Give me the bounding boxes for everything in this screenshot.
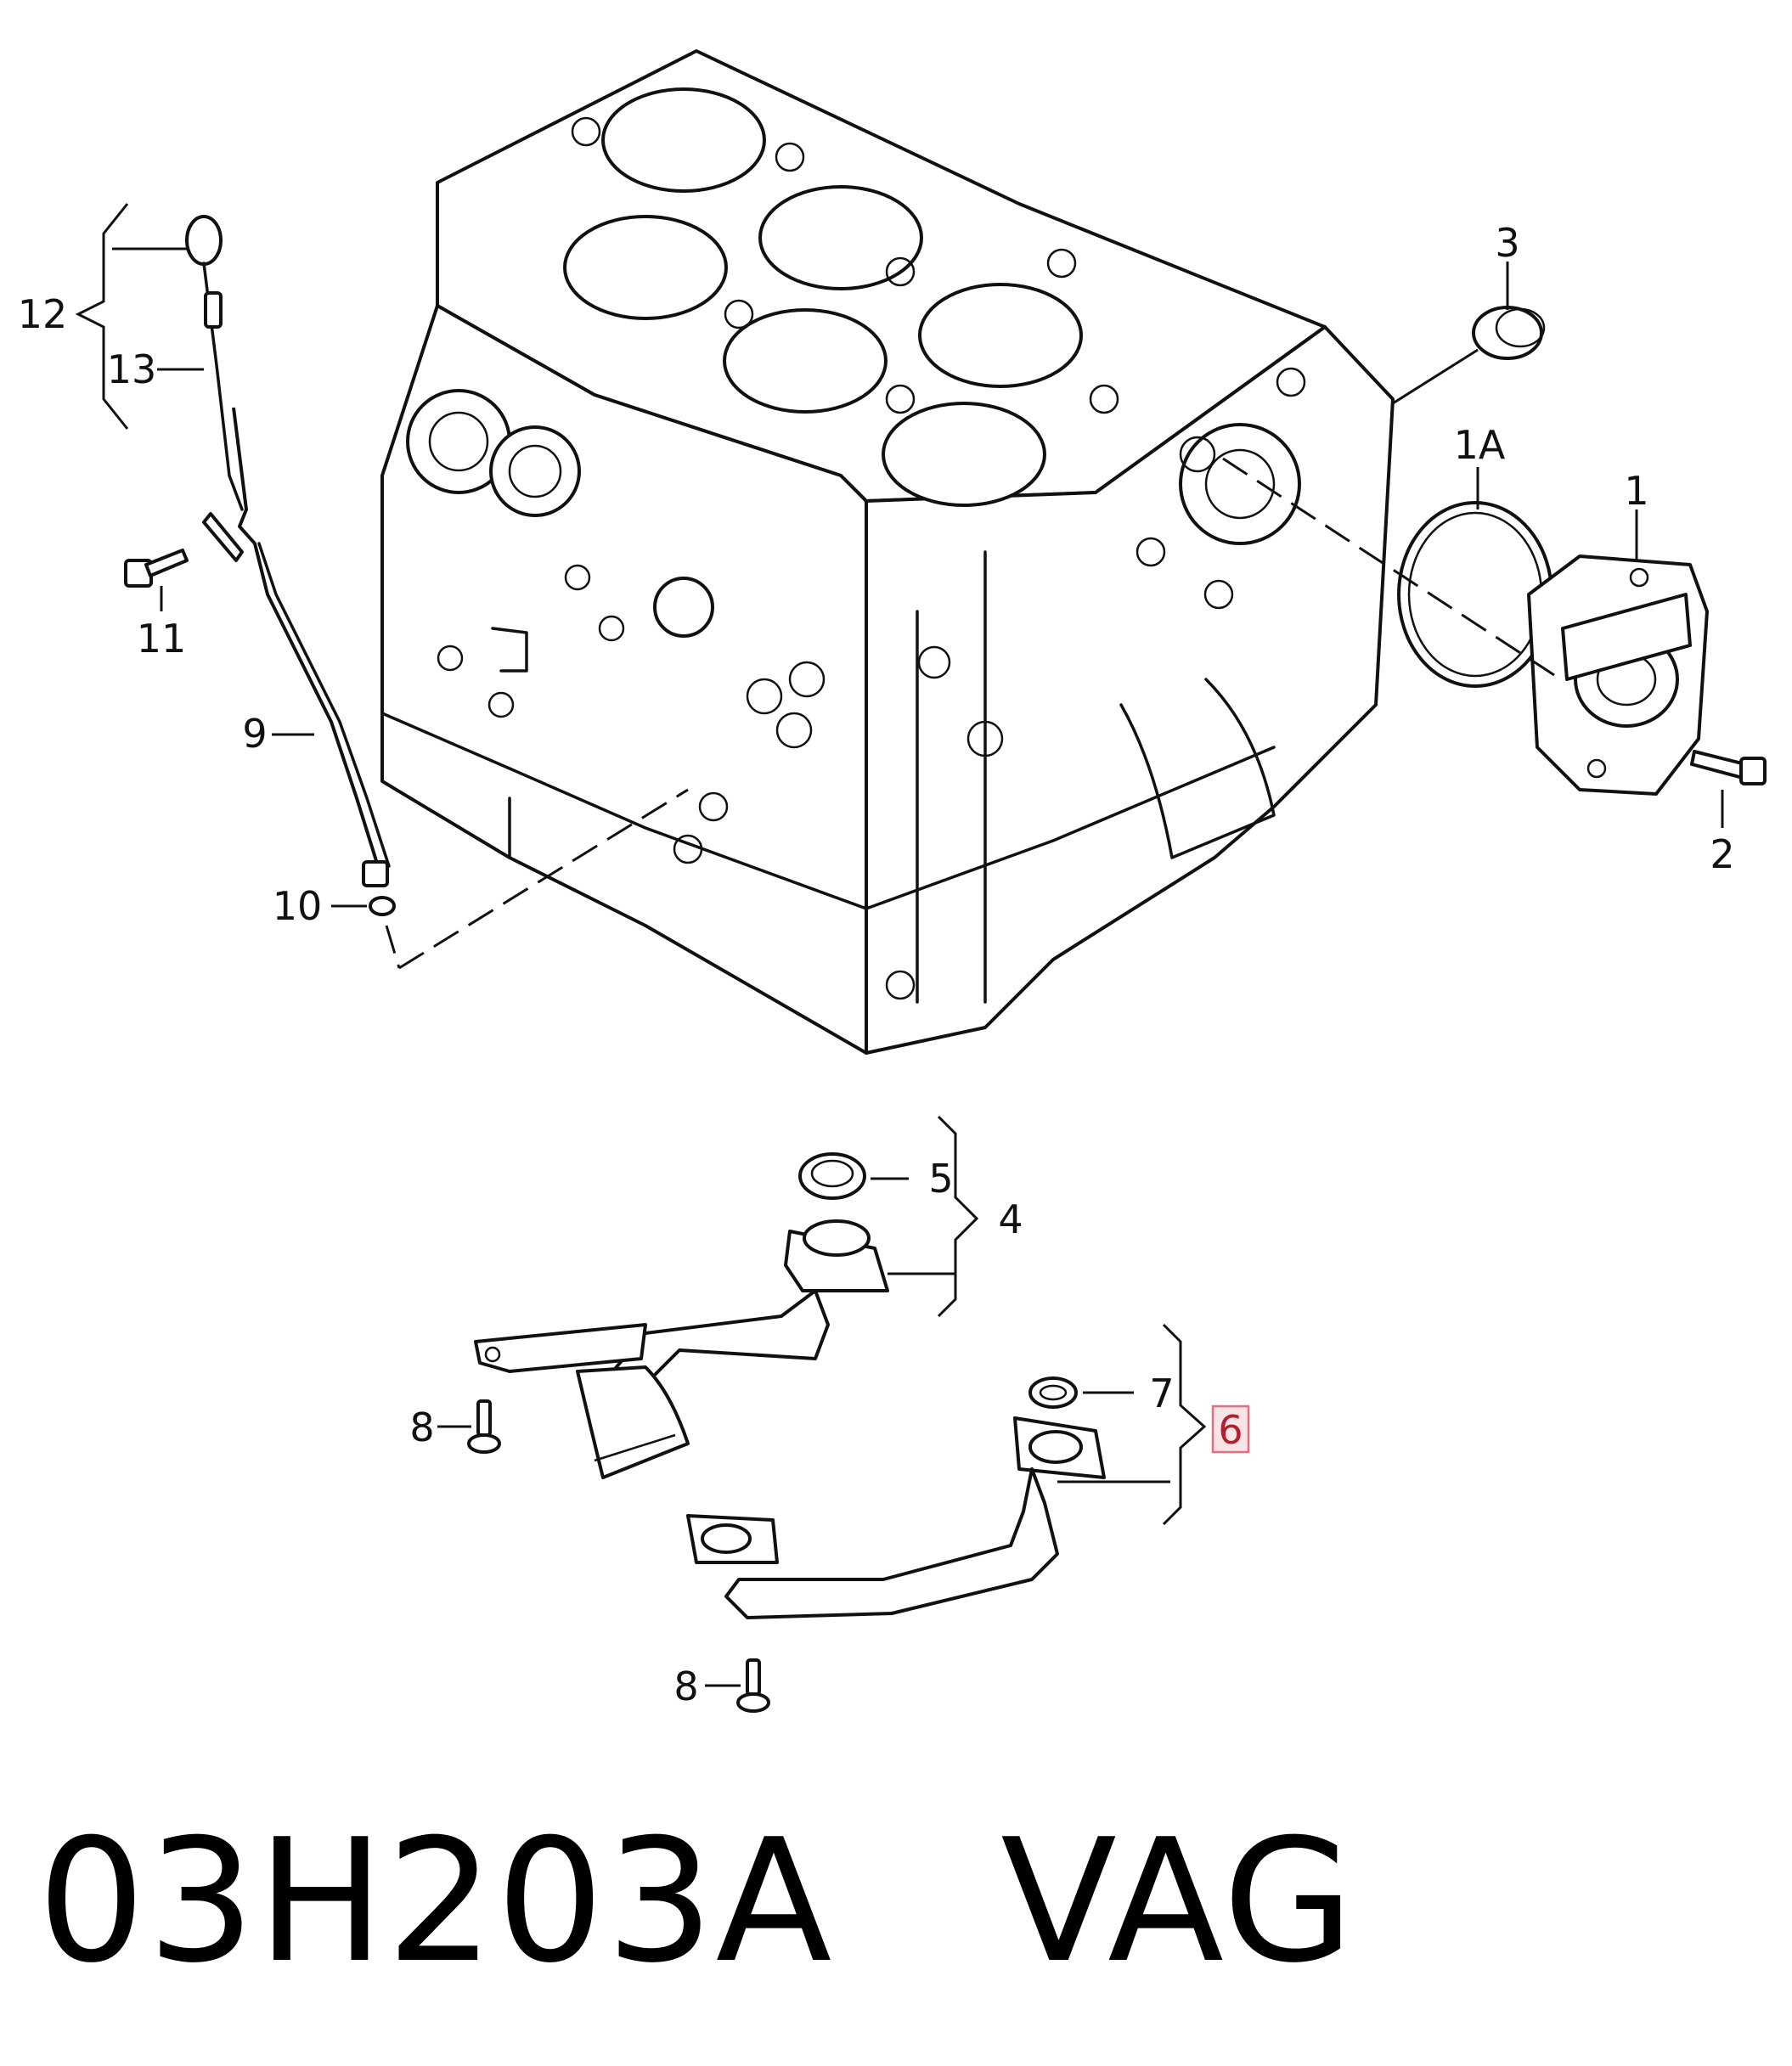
seal-ring-5 (798, 1152, 866, 1200)
callout-8-upper: 8 (409, 1405, 434, 1450)
callout-11: 11 (137, 616, 187, 661)
assembly-line-right (1222, 457, 1555, 677)
callout-12: 12 (18, 291, 68, 337)
dipstick (185, 215, 244, 511)
dipstick-guide-tube (202, 407, 391, 887)
bracket-4 (937, 1115, 979, 1318)
sealing-plug (1472, 306, 1546, 360)
part-number-caption: 03H203A VAG (37, 1803, 1356, 2001)
assembly-line-left-b (398, 788, 689, 970)
housing-bolt (1690, 750, 1767, 785)
callout-10: 10 (273, 883, 323, 929)
callout-5: 5 (928, 1156, 953, 1202)
bolt-8-upper (467, 1399, 501, 1454)
pump-housing (1527, 554, 1709, 796)
bolt-8-lower (736, 1658, 770, 1713)
leader-3 (1392, 348, 1479, 405)
callout-9: 9 (242, 711, 267, 757)
callout-13: 13 (107, 346, 157, 392)
callout-7: 7 (1149, 1371, 1174, 1416)
oil-return-pipe (686, 1416, 1106, 1619)
oil-pickup-pipe (474, 1219, 889, 1479)
callout-6-highlight (1211, 1405, 1250, 1454)
callout-3: 3 (1495, 220, 1519, 266)
callout-1a: 1A (1454, 422, 1506, 468)
callout-6[interactable]: 6 (1218, 1407, 1243, 1453)
bracket-6 (1162, 1323, 1207, 1526)
assembly-line-left-a (385, 925, 401, 969)
callout-2: 2 (1710, 831, 1734, 877)
bracket-12 (75, 203, 129, 430)
engine-block (380, 49, 1395, 1055)
callout-8-lower: 8 (673, 1663, 698, 1709)
washer-7 (1028, 1376, 1078, 1409)
callout-4: 4 (998, 1196, 1023, 1242)
callout-1: 1 (1624, 468, 1648, 514)
washer-10 (369, 896, 396, 916)
bolt-11 (124, 549, 189, 588)
